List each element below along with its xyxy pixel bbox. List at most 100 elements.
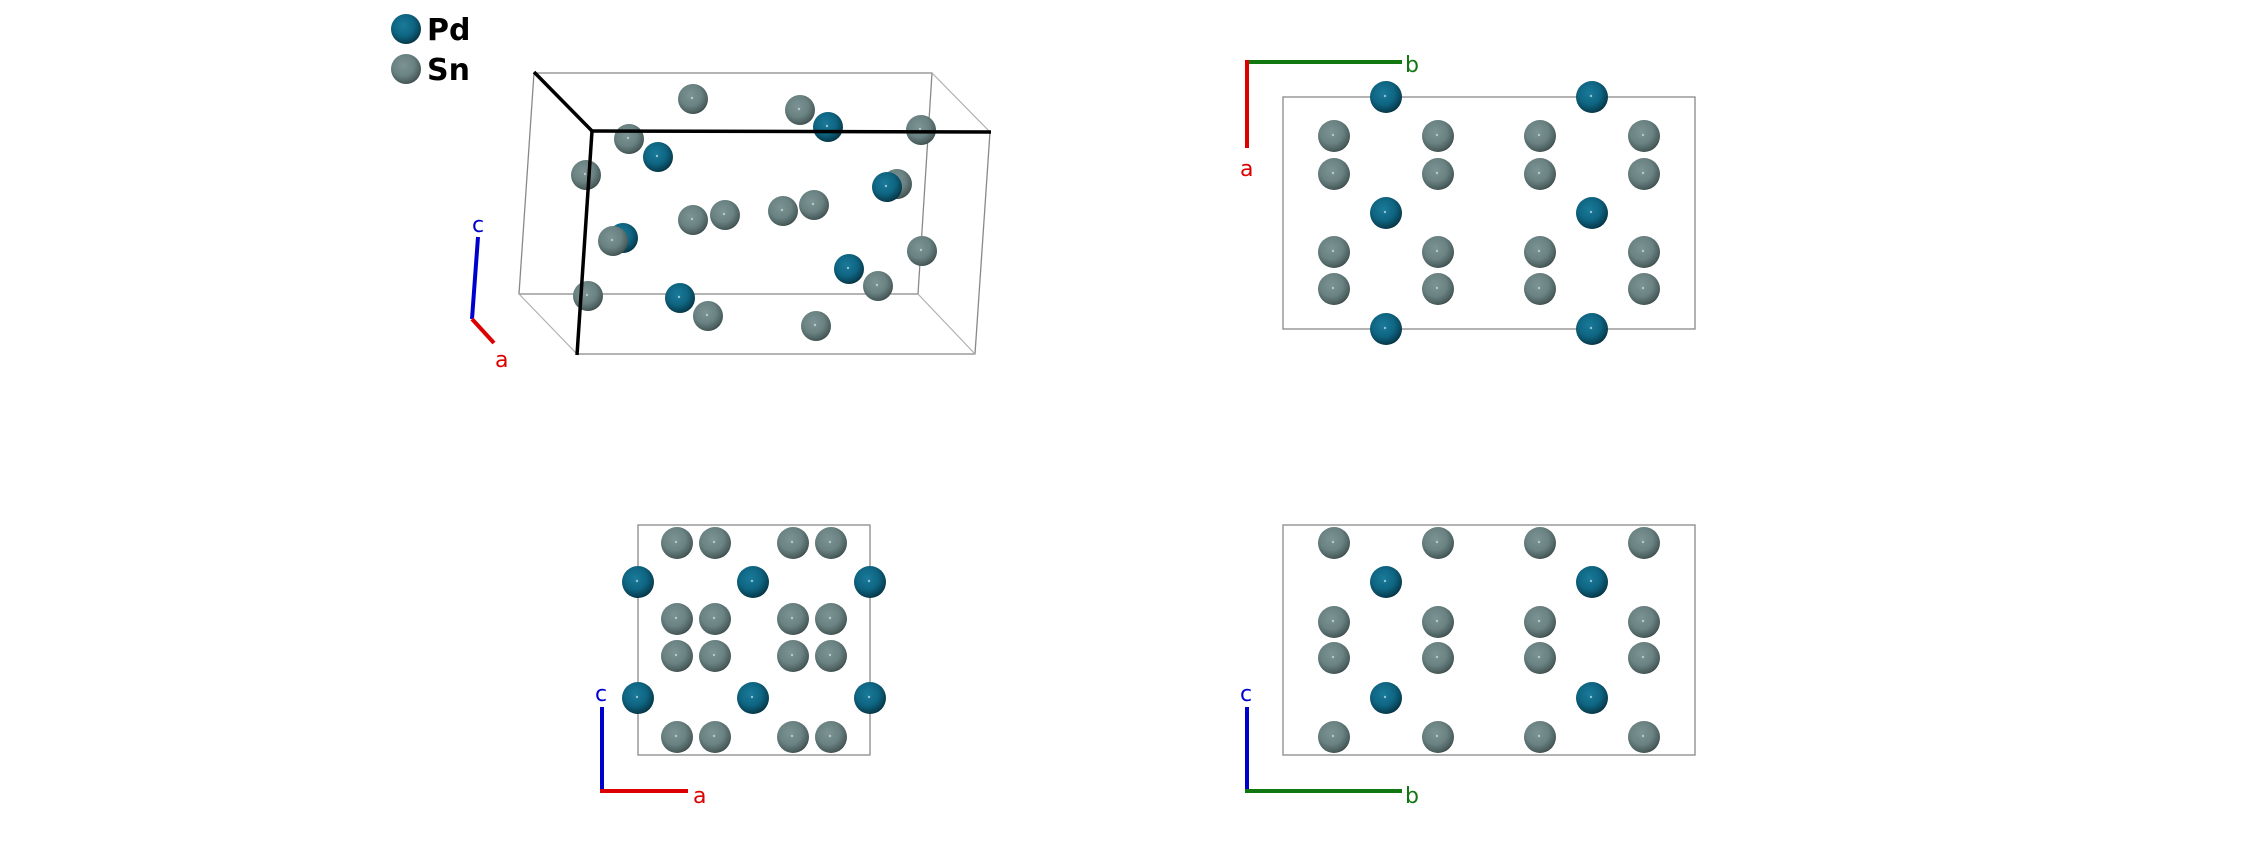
- pd-atom-icon: [391, 14, 421, 44]
- atom-highlight: [1537, 655, 1541, 659]
- sn-atom: [1422, 721, 1454, 753]
- pd-atom: [1370, 682, 1402, 714]
- sn-atom: [768, 196, 798, 226]
- cell-depth-edge: [518, 293, 578, 355]
- atom-highlight: [797, 107, 801, 111]
- atom-highlight: [1435, 655, 1439, 659]
- atom-highlight: [1589, 695, 1593, 699]
- atom-highlight: [1383, 695, 1387, 699]
- atom-highlight: [1331, 540, 1335, 544]
- sn-atom: [1422, 273, 1454, 305]
- atom-highlight: [585, 293, 589, 297]
- atom-highlight: [583, 172, 587, 176]
- sn-atom: [661, 527, 693, 559]
- sn-atom: [699, 640, 731, 672]
- atom-highlight: [610, 238, 614, 242]
- axis-a-label: a: [1240, 157, 1253, 182]
- atom-highlight: [867, 579, 871, 583]
- sn-atom: [598, 226, 628, 256]
- atom-highlight: [705, 313, 709, 317]
- legend-label-sn: Sn: [427, 53, 470, 88]
- sn-atom: [573, 281, 603, 311]
- atom-highlight: [1641, 133, 1645, 137]
- sn-atom: [815, 640, 847, 672]
- panel-perspective: c a: [470, 70, 992, 373]
- sn-atom: [907, 236, 937, 266]
- atom-highlight: [1331, 286, 1335, 290]
- atom-highlight: [1589, 326, 1593, 330]
- atom-highlight: [1331, 734, 1335, 738]
- sn-atom: [777, 527, 809, 559]
- atom-highlight: [790, 653, 794, 657]
- axis-indicator-ab: b a: [1240, 53, 1419, 182]
- atom-highlight: [1641, 734, 1645, 738]
- atom-highlight: [1641, 655, 1645, 659]
- pd-atom: [854, 566, 886, 598]
- pd-atom: [622, 682, 654, 714]
- atom-highlight: [1435, 249, 1439, 253]
- pd-atom: [737, 682, 769, 714]
- atom-highlight: [1383, 579, 1387, 583]
- sn-atom: [815, 603, 847, 635]
- axis-indicator-perspective: c a: [470, 213, 508, 373]
- atom-highlight: [1589, 94, 1593, 98]
- atom-highlight: [674, 653, 678, 657]
- pd-atom: [1576, 81, 1608, 113]
- sn-atom: [1628, 642, 1660, 674]
- atoms-perspective: [571, 84, 937, 341]
- sn-atom: [1524, 273, 1556, 305]
- atom-highlight: [1537, 133, 1541, 137]
- atom-highlight: [828, 653, 832, 657]
- atom-highlight: [1589, 579, 1593, 583]
- atom-highlight: [790, 734, 794, 738]
- panel-view-along-c: b a: [1240, 53, 1696, 345]
- pd-atom: [872, 172, 902, 202]
- atom-highlight: [1589, 210, 1593, 214]
- axis-indicator-ac: c a: [595, 682, 706, 809]
- sn-atom: [571, 160, 601, 190]
- pd-atom: [1370, 81, 1402, 113]
- atoms-ab-projection: [1318, 81, 1660, 345]
- sn-atom: [1422, 236, 1454, 268]
- atom-highlight: [1641, 619, 1645, 623]
- sn-atom: [661, 640, 693, 672]
- sn-atom: [693, 301, 723, 331]
- sn-atom: [1524, 721, 1556, 753]
- sn-atom: [1628, 527, 1660, 559]
- atom-highlight: [1383, 210, 1387, 214]
- atoms-ac-projection: [622, 527, 886, 753]
- legend-item-sn: Sn: [391, 53, 470, 88]
- atom-highlight: [1435, 286, 1439, 290]
- atom-highlight: [712, 734, 716, 738]
- atom-highlight: [1435, 540, 1439, 544]
- atom-highlight: [1641, 249, 1645, 253]
- sn-atom: [1422, 158, 1454, 190]
- sn-atom: [710, 200, 740, 230]
- atom-highlight: [790, 540, 794, 544]
- sn-atom: [1318, 606, 1350, 638]
- atom-highlight: [828, 734, 832, 738]
- sn-atom-icon: [391, 54, 421, 84]
- axis-a-label: a: [693, 784, 706, 809]
- atom-highlight: [811, 202, 815, 206]
- atom-highlight: [1537, 286, 1541, 290]
- sn-atom: [1524, 642, 1556, 674]
- sn-atom: [1628, 236, 1660, 268]
- atom-highlight: [750, 579, 754, 583]
- sn-atom: [777, 603, 809, 635]
- sn-atom: [1318, 721, 1350, 753]
- pd-atom: [834, 254, 864, 284]
- sn-atom: [699, 721, 731, 753]
- unit-cell-box: [1282, 524, 1696, 756]
- unit-cell-box: [1282, 96, 1696, 330]
- axis-indicator-bc: c b: [1240, 682, 1419, 809]
- sn-atom: [1628, 721, 1660, 753]
- atom-highlight: [1435, 171, 1439, 175]
- atom-highlight: [780, 208, 784, 212]
- pd-atom: [665, 283, 695, 313]
- atom-highlight: [712, 653, 716, 657]
- axis-c-line: [470, 236, 480, 320]
- pd-atom: [737, 566, 769, 598]
- atom-highlight: [1383, 94, 1387, 98]
- atom-highlight: [813, 323, 817, 327]
